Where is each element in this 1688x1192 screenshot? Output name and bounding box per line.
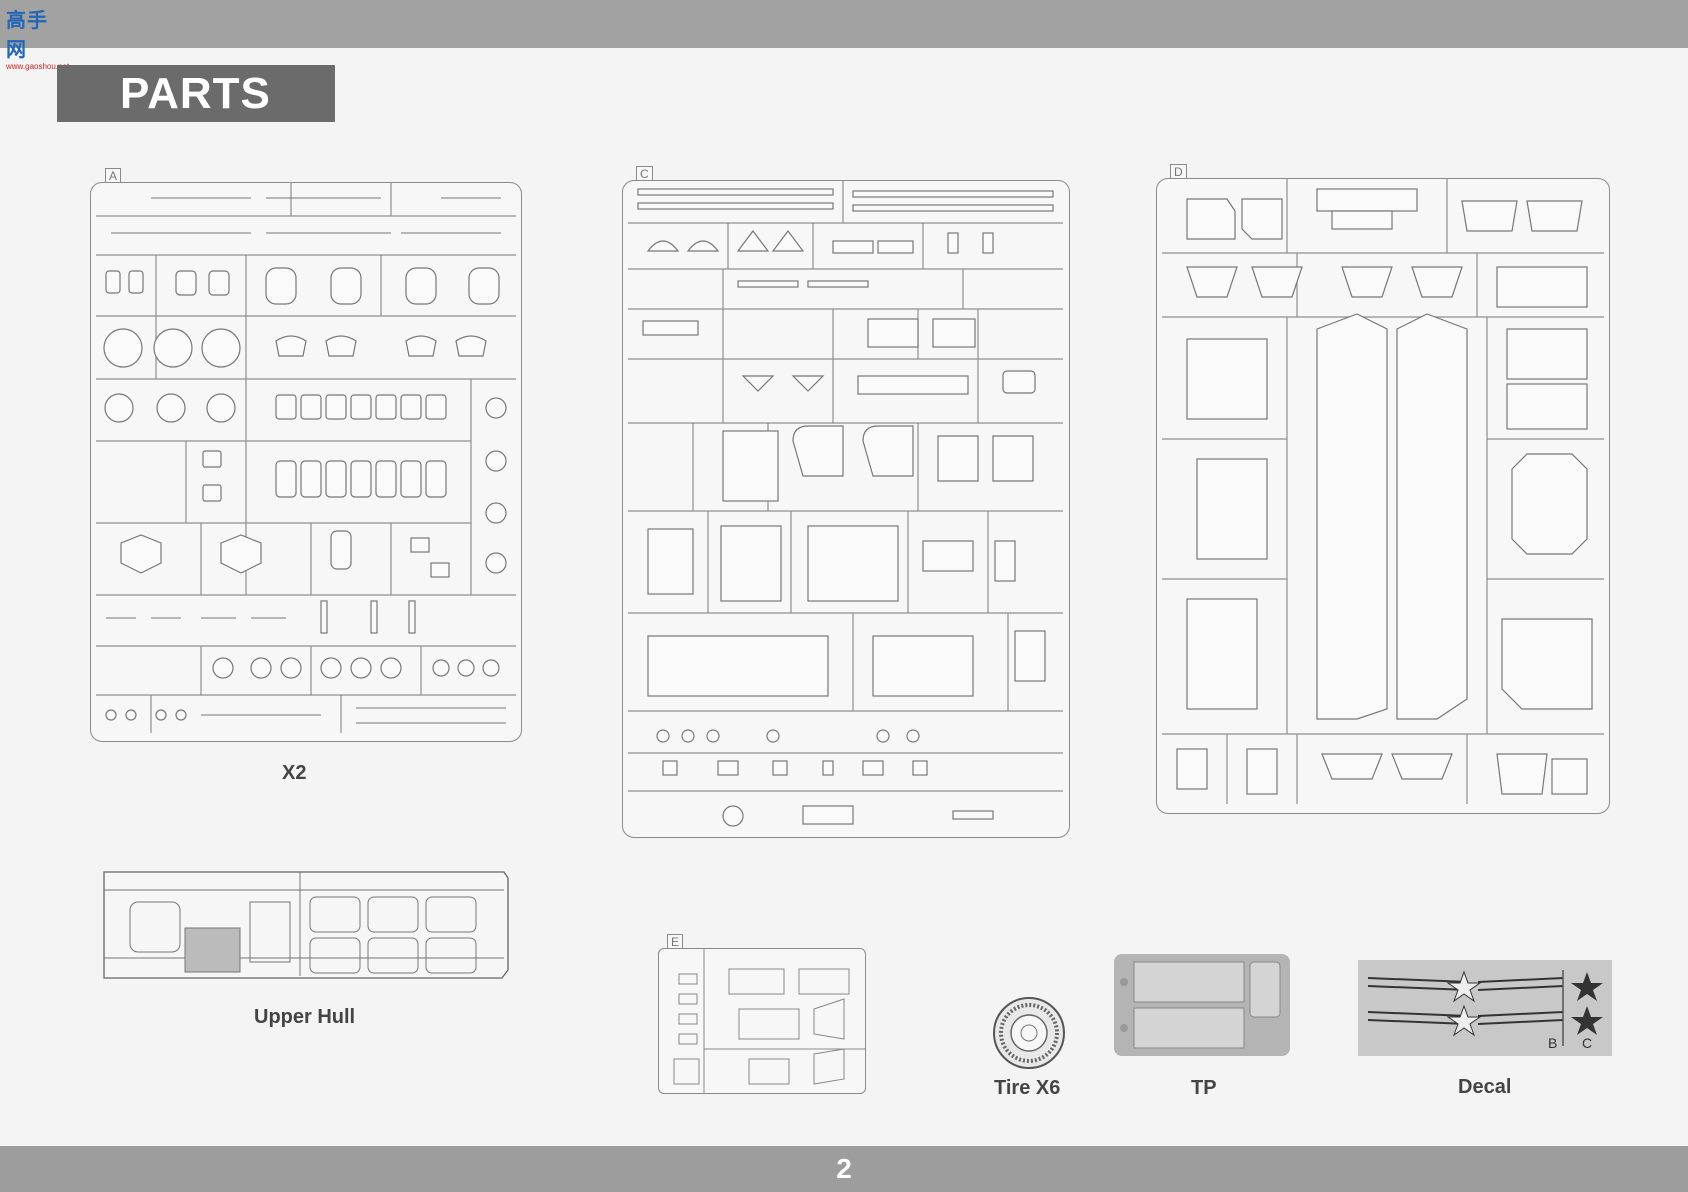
logo-text: 高手网 [6, 8, 48, 61]
tp-caption: TP [1191, 1077, 1217, 1099]
sprue-d-tag: D [1170, 164, 1187, 179]
decal-label-b: B [1548, 1035, 1558, 1051]
section-title-box: PARTS [57, 65, 335, 122]
sprue-e-tag: E [667, 934, 684, 949]
sprue-a [90, 182, 522, 742]
tire-drawing [992, 996, 1066, 1070]
bottom-bar: 2 [0, 1146, 1688, 1192]
decal-caption: Decal [1458, 1076, 1512, 1098]
sprue-a-tag: A [105, 168, 122, 183]
sprue-c [622, 180, 1070, 838]
sprue-c-tag: C [636, 166, 653, 181]
decal-label-c: C [1582, 1035, 1593, 1051]
watermark-logo: 高手网 www.gaoshou.net [6, 4, 69, 71]
top-bar: 高手网 www.gaoshou.net [0, 0, 1688, 71]
tp-fret [1114, 954, 1290, 1056]
sprue-d [1156, 178, 1610, 814]
sprue-a-caption: X2 [282, 762, 307, 784]
sprue-e [658, 948, 866, 1094]
logo-sub: www.gaoshou.net [6, 62, 70, 71]
tire-caption: Tire X6 [994, 1077, 1061, 1099]
sprue-a-grid [96, 183, 516, 733]
upper-hull-caption: Upper Hull [254, 1006, 356, 1028]
section-title: PARTS [120, 68, 271, 118]
sprue-c-grid [628, 181, 1063, 827]
decal-sheet: B C [1358, 960, 1612, 1056]
page-number: 2 [836, 1153, 852, 1184]
sprue-d-grid [1162, 179, 1604, 804]
upper-hull-drawing [100, 862, 509, 984]
